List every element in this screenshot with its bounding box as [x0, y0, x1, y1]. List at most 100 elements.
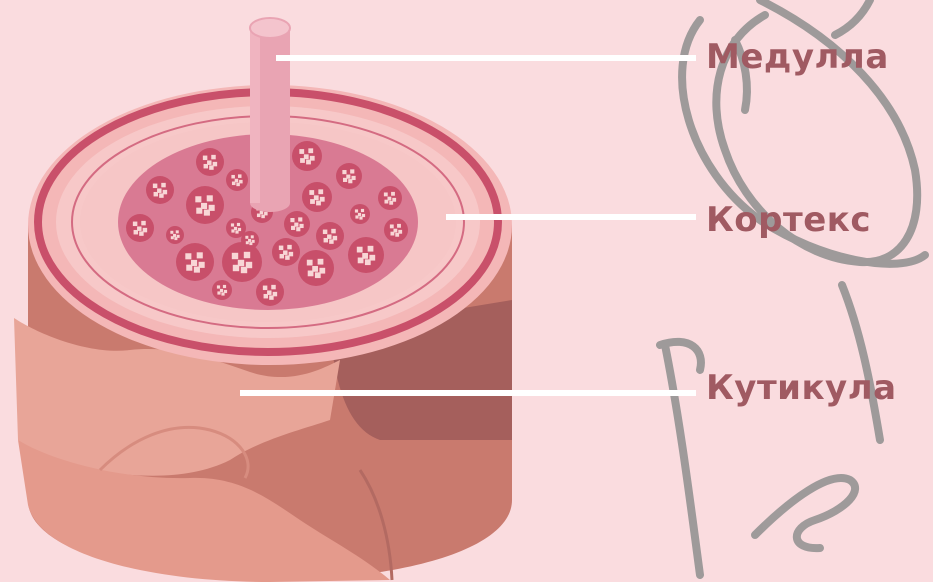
- cell-spot: [197, 252, 203, 258]
- label-medulla: Медулла: [706, 40, 889, 74]
- cell-spot: [390, 224, 394, 228]
- cell-spot: [203, 156, 207, 160]
- cell-spot: [271, 285, 275, 289]
- cell-spot: [195, 196, 201, 202]
- cell-spot: [390, 232, 394, 236]
- cell-spot: [186, 265, 192, 271]
- cell-spot: [209, 165, 213, 169]
- cell-spot: [384, 200, 388, 204]
- cell-spot: [324, 238, 328, 242]
- cell-spot: [241, 267, 247, 273]
- cell-spot: [139, 231, 143, 235]
- cell-spot: [395, 233, 399, 237]
- cell-spot: [316, 201, 321, 206]
- cell-spot: [331, 229, 335, 233]
- cell-spot: [232, 182, 236, 186]
- cell-spot: [355, 209, 358, 212]
- cell-spot: [221, 292, 224, 295]
- cell-spot: [315, 272, 321, 278]
- cell-spot: [391, 192, 395, 196]
- cell-spot: [204, 164, 208, 168]
- cell-spot: [223, 285, 226, 288]
- cell-spot: [384, 192, 388, 196]
- cell-spot: [318, 189, 323, 194]
- cell-spot: [287, 245, 291, 249]
- cell-spot: [133, 222, 137, 226]
- label-cuticle: Кутикула: [706, 371, 897, 405]
- cell-spot: [185, 253, 191, 259]
- cell-spot: [257, 214, 261, 218]
- cell-spot: [204, 210, 210, 216]
- cell-spot: [174, 237, 177, 240]
- cell-spot: [368, 246, 374, 252]
- cell-spot: [359, 216, 362, 219]
- cell-spot: [196, 208, 202, 214]
- signature-watermark: [660, 0, 925, 575]
- cell-spot: [153, 184, 157, 188]
- cell-spot: [300, 158, 305, 163]
- cell-spot: [249, 242, 252, 245]
- cell-spot: [231, 175, 235, 179]
- cell-spot: [237, 223, 240, 226]
- cell-spot: [159, 193, 163, 197]
- cell-spot: [298, 217, 302, 221]
- cell-spot: [170, 231, 173, 234]
- cell-spot: [207, 195, 213, 201]
- cell-spot: [350, 169, 354, 173]
- cell-spot: [232, 253, 238, 259]
- cell-spot: [329, 239, 333, 243]
- cell-spot: [161, 183, 165, 187]
- cell-spot: [343, 178, 347, 182]
- cell-spot: [357, 247, 363, 253]
- cell-spot: [361, 209, 364, 212]
- cell-spot: [358, 258, 364, 264]
- cell-spot: [308, 148, 313, 153]
- cell-spot: [264, 294, 268, 298]
- cell-spot: [299, 149, 304, 154]
- cell-spot: [348, 179, 352, 183]
- cell-spot: [355, 215, 358, 218]
- cell-spot: [176, 230, 179, 233]
- cell-spot: [251, 235, 254, 238]
- cell-spot: [231, 229, 234, 232]
- cell-spot: [134, 230, 138, 234]
- cell-spot: [307, 260, 313, 266]
- cell-spot: [285, 255, 289, 259]
- label-cortex: Кортекс: [706, 203, 871, 237]
- cell-spot: [217, 291, 220, 294]
- cell-spot: [246, 241, 249, 244]
- cell-spot: [245, 236, 248, 239]
- cell-spot: [238, 174, 242, 178]
- cell-spot: [236, 183, 240, 187]
- cell-spot: [171, 236, 174, 239]
- cell-spot: [233, 265, 239, 271]
- cell-spot: [296, 227, 300, 231]
- cell-spot: [154, 192, 158, 196]
- cell-spot: [310, 199, 315, 204]
- cell-spot: [309, 190, 314, 195]
- cell-spot: [279, 246, 283, 250]
- cell-spot: [308, 271, 314, 277]
- cell-spot: [217, 285, 220, 288]
- cell-spot: [389, 201, 393, 205]
- cell-spot: [365, 259, 371, 265]
- cell-spot: [342, 170, 346, 174]
- cell-spot: [231, 223, 234, 226]
- cell-spot: [290, 218, 294, 222]
- cell-spot: [269, 295, 273, 299]
- medulla-rod: [250, 18, 290, 212]
- cell-spot: [318, 259, 324, 265]
- cell-spot: [306, 160, 311, 165]
- cell-spot: [244, 252, 250, 258]
- cell-spot: [235, 230, 238, 233]
- cell-spot: [397, 224, 401, 228]
- cell-spot: [323, 230, 327, 234]
- cell-spot: [280, 254, 284, 258]
- cell-spot: [211, 155, 215, 159]
- cell-spot: [141, 221, 145, 225]
- cell-spot: [263, 286, 267, 290]
- cell-spot: [261, 215, 265, 219]
- cell-spot: [194, 267, 200, 273]
- cell-spot: [291, 226, 295, 230]
